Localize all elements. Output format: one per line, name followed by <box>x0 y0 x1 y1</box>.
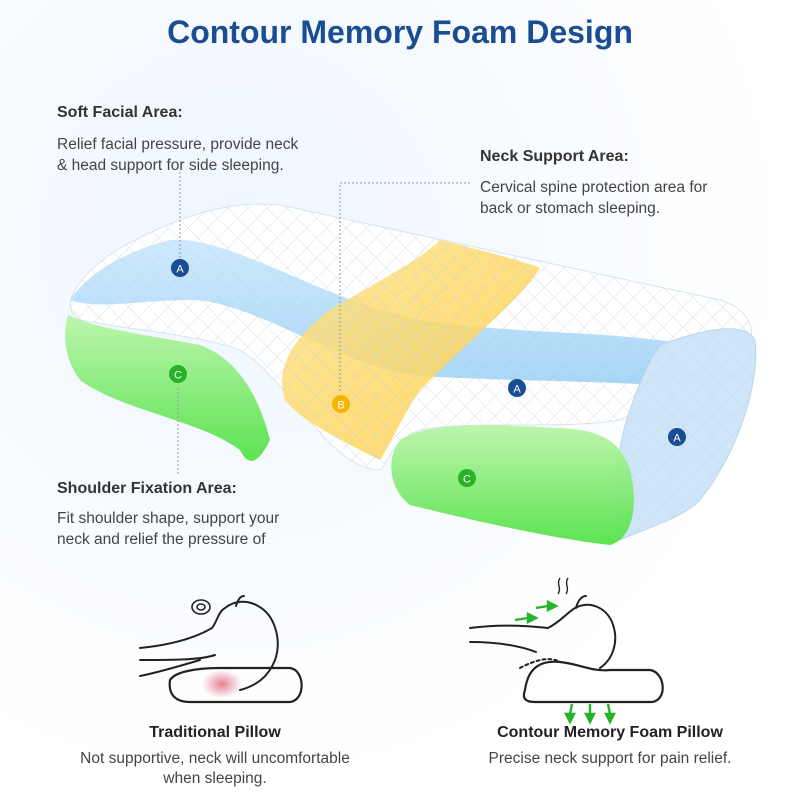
leader-line-neck <box>339 182 470 392</box>
marker-b <box>332 395 350 413</box>
marker-b-label: B <box>337 400 344 412</box>
shoulder-fixation-line1: Fit shoulder shape, support your <box>57 510 280 527</box>
soft-facial-heading: Soft Facial Area: <box>57 104 183 121</box>
marker-c-left <box>169 365 187 383</box>
soft-facial-line2: & head support for side sleeping. <box>57 157 284 174</box>
neck-support-heading: Neck Support Area: <box>480 148 629 165</box>
marker-a-right <box>668 428 686 446</box>
neck-support-line1: Cervical spine protection area for <box>480 179 708 196</box>
contour-pillow-drawing <box>469 595 664 704</box>
marker-a-middle-label: A <box>513 384 521 396</box>
page-title: Contour Memory Foam Design <box>167 14 633 50</box>
snore-icon <box>191 599 211 615</box>
contour-pillow-heading: Contour Memory Foam Pillow <box>497 724 723 741</box>
traditional-pillow-heading: Traditional Pillow <box>149 724 281 741</box>
pressure-point-glow <box>202 670 242 698</box>
traditional-pillow-line2: when sleeping. <box>163 770 267 787</box>
marker-c-right <box>458 469 476 487</box>
marker-c-left-label: C <box>174 370 182 382</box>
marker-c-right-label: C <box>463 474 471 486</box>
contour-pillow-line1: Precise neck support for pain relief. <box>488 750 732 767</box>
airflow-arrows-icon <box>514 600 616 725</box>
marker-a-middle <box>508 379 526 397</box>
shoulder-fixation-line2: neck and relief the pressure of <box>57 531 266 548</box>
traditional-pillow-drawing <box>139 595 303 704</box>
breath-icon <box>557 577 569 595</box>
marker-a-left-label: A <box>176 264 184 276</box>
shoulder-area-left <box>65 315 270 461</box>
shoulder-fixation-heading: Shoulder Fixation Area: <box>57 480 237 497</box>
soft-facial-line1: Relief facial pressure, provide neck <box>57 136 299 153</box>
neck-support-line2: back or stomach sleeping. <box>480 200 661 217</box>
marker-a-right-label: A <box>673 433 681 445</box>
traditional-pillow-line1: Not supportive, neck will uncomfortable <box>80 750 350 767</box>
shoulder-area-right <box>391 425 634 545</box>
marker-a-left <box>171 259 189 277</box>
